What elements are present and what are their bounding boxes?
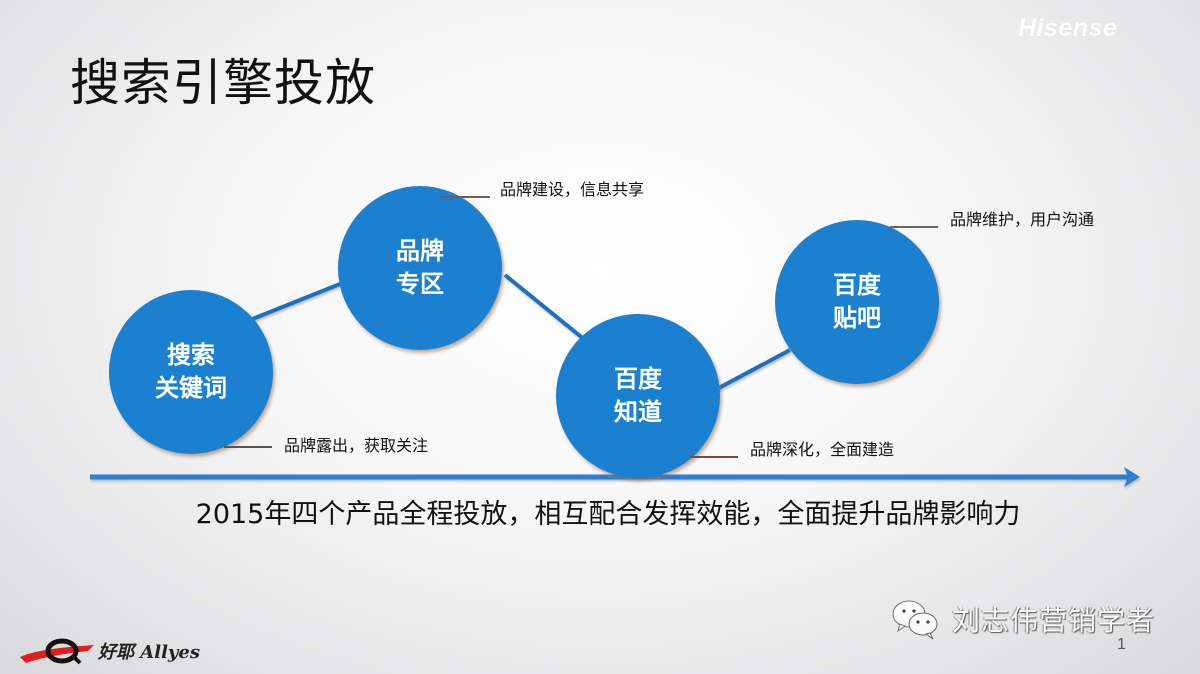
- node-search-keywords: 搜索 关键词: [109, 290, 273, 454]
- node-label-line2: 贴吧: [833, 304, 881, 332]
- leader-line: [690, 456, 738, 458]
- node-baidu-tieba: 百度 贴吧: [775, 220, 939, 384]
- node-label-line1: 百度: [833, 271, 881, 299]
- timeline-arrow: [90, 467, 1140, 487]
- node-label-line2: 关键词: [155, 374, 227, 402]
- leader-line: [440, 196, 490, 198]
- wechat-icon: [892, 600, 938, 640]
- connector-lines: [249, 273, 791, 392]
- allyes-logo: 好耶 Allyes: [18, 635, 200, 667]
- slide-title: 搜索引擎投放: [70, 54, 376, 112]
- node-baidu-zhidao: 百度 知道: [556, 314, 720, 478]
- node-brand-zone: 品牌 专区: [338, 186, 502, 350]
- node-note: 品牌维护，用户沟通: [950, 210, 1095, 229]
- node-label-line1: 品牌: [396, 237, 444, 265]
- node-label-line1: 百度: [614, 365, 662, 393]
- allyes-logo-text: 好耶 Allyes: [98, 642, 200, 663]
- watermark: 刘志伟营销学者: [890, 596, 1155, 642]
- node-note: 品牌深化，全面建造: [750, 440, 895, 459]
- node-note: 品牌建设，信息共享: [500, 180, 645, 199]
- hisense-logo: Hisense: [1018, 14, 1118, 42]
- node-label-line2: 知道: [614, 398, 662, 426]
- leader-line: [224, 446, 272, 448]
- page-number: 1: [1117, 636, 1126, 653]
- allyes-mark-icon: [20, 638, 94, 665]
- watermark-text: 刘志伟营销学者: [952, 604, 1156, 637]
- leader-line: [890, 226, 938, 228]
- node-label-line2: 专区: [396, 270, 444, 298]
- node-note: 品牌露出，获取关注: [284, 436, 429, 455]
- summary-text: 2015年四个产品全程投放，相互配合发挥效能，全面提升品牌影响力: [195, 499, 1021, 530]
- node-label-line1: 搜索: [167, 341, 215, 369]
